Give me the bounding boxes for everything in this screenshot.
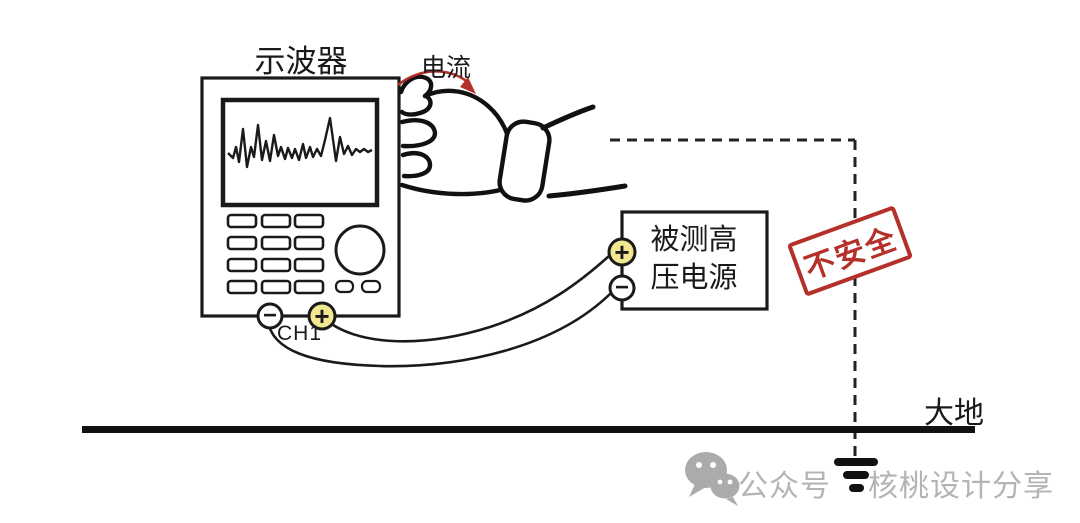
ground-symbol-icon bbox=[834, 458, 878, 492]
sleeve-cuff bbox=[497, 119, 552, 203]
current-arrow-icon bbox=[397, 70, 476, 94]
wechat-icon bbox=[685, 452, 740, 506]
negative-lead bbox=[266, 292, 612, 368]
oscilloscope-knob bbox=[334, 224, 386, 276]
positive-lead bbox=[324, 255, 610, 343]
waveform-trace bbox=[227, 116, 373, 169]
hand-touch-illustration bbox=[398, 74, 628, 203]
oscilloscope-small-buttons bbox=[334, 279, 382, 294]
psu-minus-terminal bbox=[608, 274, 636, 302]
power-supply-box bbox=[620, 210, 769, 311]
psu-plus-terminal bbox=[607, 237, 637, 267]
earth-line bbox=[82, 426, 975, 433]
ch1-minus-terminal bbox=[256, 302, 284, 330]
test-leads bbox=[266, 255, 612, 368]
ch1-plus-terminal bbox=[307, 301, 337, 331]
oscilloscope-buttons bbox=[226, 213, 325, 295]
watermark-account-type: 公众号 bbox=[738, 470, 831, 503]
watermark-account-name: 核桃设计分享 bbox=[868, 470, 1054, 503]
arm-sleeve bbox=[540, 104, 628, 199]
leakage-path-dashed bbox=[610, 138, 857, 456]
